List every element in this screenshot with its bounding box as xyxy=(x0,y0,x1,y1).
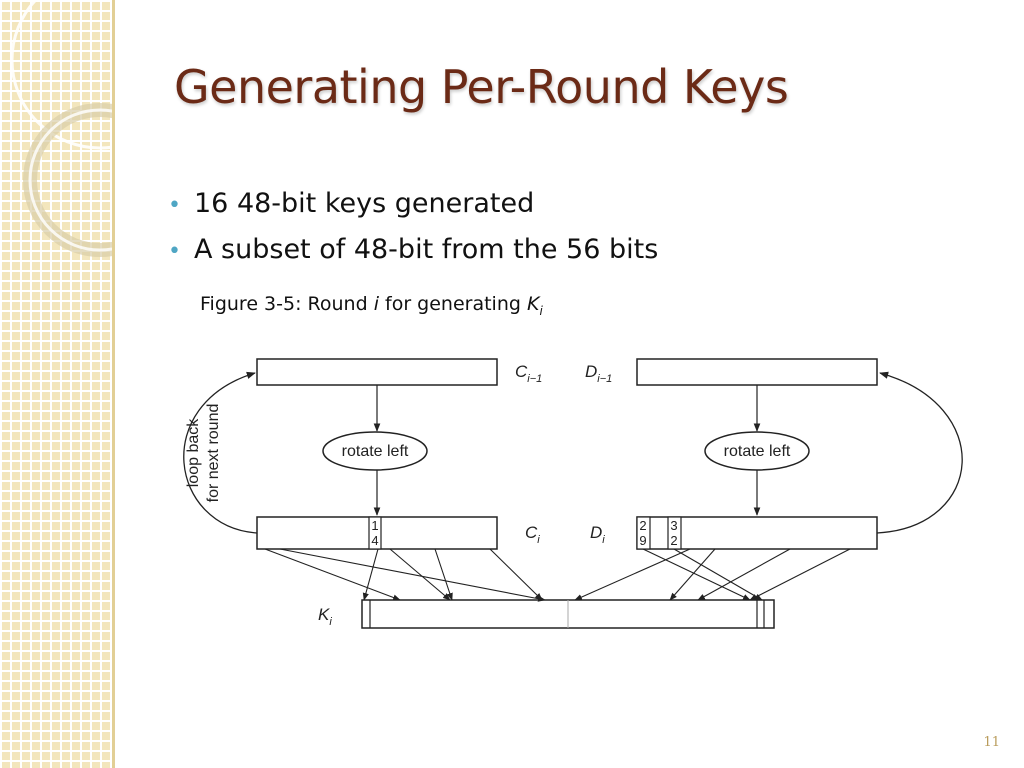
loop-back-arrow-left xyxy=(183,371,258,534)
key-schedule-diagram: Ci−1 Di−1 rotate left rotate left 1 4 2 … xyxy=(183,358,963,629)
decorative-swirl xyxy=(10,0,112,257)
d-prev-register xyxy=(636,358,878,386)
d-bit2-digit-top: 3 xyxy=(670,518,677,533)
figure-caption: Figure 3-5: Round i for generating Ki xyxy=(200,293,543,318)
loop-back-arrow-right xyxy=(876,371,963,534)
decorative-sidebar xyxy=(0,0,112,768)
c-to-key-arrows xyxy=(264,548,546,602)
rotate-left-node-c xyxy=(322,431,428,471)
c-prev-register xyxy=(256,358,498,386)
d-prev-label: Di−1 xyxy=(585,362,612,385)
bullet-list: • 16 48-bit keys generated • A subset of 4… xyxy=(168,182,658,274)
caption-k-sub: i xyxy=(539,303,543,318)
d-cur-label: Di xyxy=(590,523,605,546)
loop-back-label-2: for next round xyxy=(205,404,222,503)
d-to-key-arrows xyxy=(574,548,851,601)
page-number: 11 xyxy=(983,735,1000,750)
bullet-text: 16 48-bit keys generated xyxy=(194,188,535,219)
bullet-dot-icon: • xyxy=(168,239,181,264)
bullet-dot-icon: • xyxy=(168,193,181,218)
rotate-left-label-d: rotate left xyxy=(724,443,791,460)
c-prev-label: Ci−1 xyxy=(515,362,542,385)
rotate-left-label-c: rotate left xyxy=(342,443,409,460)
d-bit1-digit-top: 2 xyxy=(639,518,646,533)
c-bit-cell xyxy=(368,516,382,550)
c-bit-digit-top: 1 xyxy=(371,518,378,533)
c-bit-digit-bottom: 4 xyxy=(371,533,378,548)
c-cur-label: Ci xyxy=(525,523,540,546)
bullet-text: A subset of 48-bit from the 56 bits xyxy=(194,234,659,265)
caption-k: K xyxy=(526,293,540,315)
caption-i: i xyxy=(373,293,379,315)
bullet-item: • A subset of 48-bit from the 56 bits xyxy=(168,228,658,274)
sidebar-edge xyxy=(112,0,115,768)
slide-title: Generating Per-Round Keys xyxy=(174,60,789,114)
caption-middle: for generating xyxy=(378,293,527,315)
d-bit1-digit-bottom: 9 xyxy=(639,533,646,548)
bullet-item: • 16 48-bit keys generated xyxy=(168,182,658,228)
caption-prefix: Figure 3-5: Round xyxy=(200,293,374,315)
d-bit2-digit-bottom: 2 xyxy=(670,533,677,548)
key-label: Ki xyxy=(318,605,332,628)
loop-back-label-1: loop back xyxy=(185,418,202,487)
